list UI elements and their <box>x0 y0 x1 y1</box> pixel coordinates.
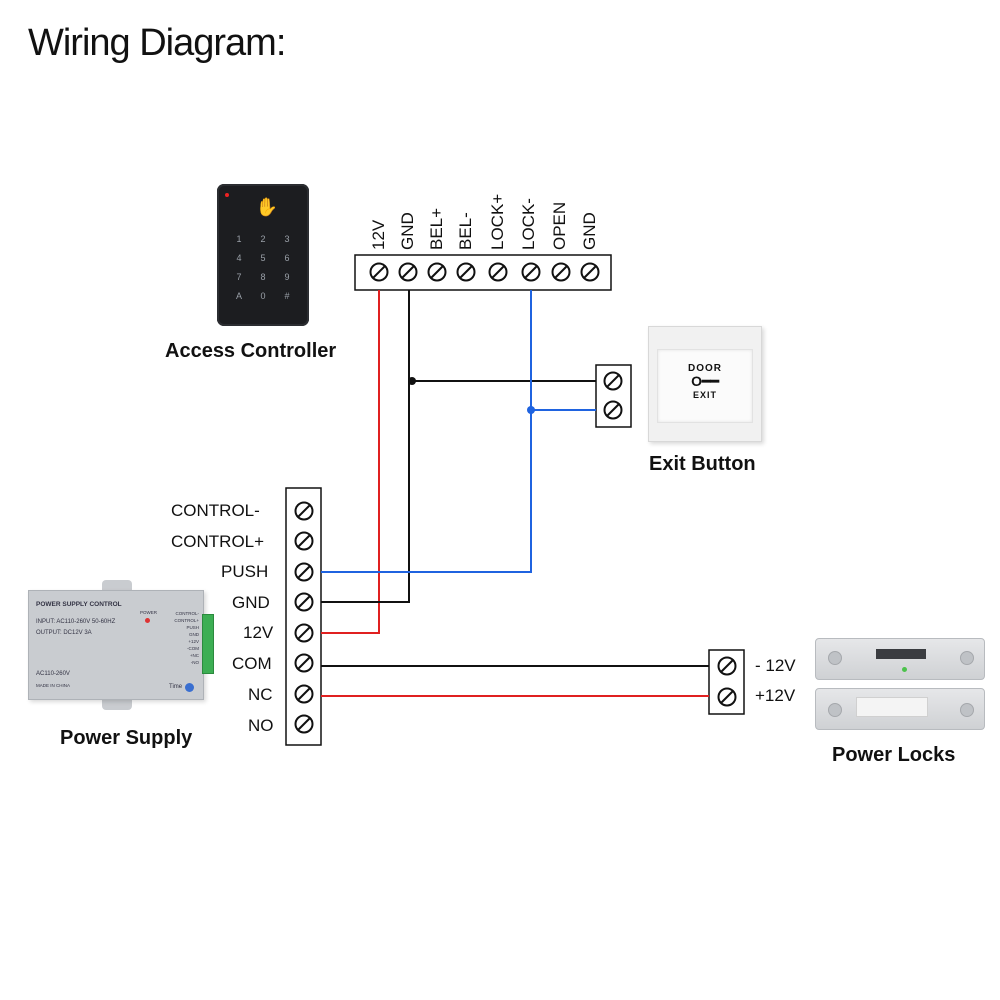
ac-screw-open[interactable] <box>551 262 571 282</box>
ac-screw-lock-plus[interactable] <box>488 262 508 282</box>
ps-green-terminal-block <box>202 614 214 674</box>
exit-button-device[interactable]: DOOR O━━ EXIT <box>648 326 762 442</box>
ps-screw-gnd[interactable] <box>294 592 314 612</box>
key[interactable]: 8 <box>260 272 266 282</box>
ps-side-label: -NO <box>190 660 199 665</box>
key[interactable]: 9 <box>284 272 290 282</box>
ac-screw-bel-plus[interactable] <box>427 262 447 282</box>
ps-output-text: OUTPUT: DC12V 3A <box>36 630 92 636</box>
lock-terminal-label-plus-12v: +12V <box>755 686 796 705</box>
ps-time-text: Time <box>169 684 183 690</box>
ps-side-label: GND <box>189 632 199 637</box>
power-supply-caption: Power Supply <box>60 727 193 749</box>
time-knob[interactable] <box>185 683 194 692</box>
ps-screw-com[interactable] <box>294 653 314 673</box>
ps-terminal-label-gnd: GND <box>232 593 270 612</box>
ac-screw-gnd-2[interactable] <box>580 262 600 282</box>
ps-terminal-label-control-plus: CONTROL+ <box>171 532 265 551</box>
card-reader-icon: ✋ <box>255 197 279 217</box>
lock-terminal-label-minus-12v: - 12V <box>755 656 796 675</box>
lock-screw-plus[interactable] <box>717 687 737 707</box>
exit-screw-1[interactable] <box>603 371 623 391</box>
key[interactable]: 3 <box>284 234 290 244</box>
key[interactable]: 2 <box>260 234 266 244</box>
wire-12v-red <box>321 290 380 634</box>
ac-screw-bel-minus[interactable] <box>456 262 476 282</box>
key[interactable]: 5 <box>260 253 266 263</box>
ps-screw-control-plus[interactable] <box>294 531 314 551</box>
key[interactable]: 7 <box>236 272 242 282</box>
access-controller-caption: Access Controller <box>165 340 337 362</box>
key[interactable]: 4 <box>236 253 242 263</box>
ps-side-label: CONTROL- <box>175 611 200 616</box>
ac-screw-gnd[interactable] <box>398 262 418 282</box>
ps-terminal-block <box>285 487 322 746</box>
ps-side-label: +NC <box>189 653 199 658</box>
exit-screw-2[interactable] <box>603 400 623 420</box>
access-controller-device: ✋ 1 2 3 4 5 6 7 8 9 A 0 # <box>217 184 309 326</box>
ps-screw-control-minus[interactable] <box>294 501 314 521</box>
key[interactable]: A <box>235 291 242 301</box>
key[interactable]: # <box>284 291 290 301</box>
lock-screw-minus[interactable] <box>717 656 737 676</box>
power-led <box>145 618 150 623</box>
ac-terminal-block <box>354 254 612 291</box>
exit-button-text-top: DOOR <box>688 363 722 374</box>
ps-terminal-label-12v: 12V <box>243 623 274 642</box>
ps-side-label: +12V <box>188 639 199 644</box>
ps-power-label: POWER <box>140 610 158 615</box>
ps-side-label: PUSH <box>186 625 199 630</box>
key[interactable]: 1 <box>236 234 242 244</box>
power-supply-device: POWER SUPPLY CONTROL INPUT: AC110-260V 5… <box>22 580 214 710</box>
junction-black <box>408 377 416 385</box>
ps-terminal-label-nc: NC <box>248 685 273 704</box>
ps-screw-no[interactable] <box>294 714 314 734</box>
key-icon: O━━ <box>691 373 719 389</box>
ps-model-text: AC110-260V <box>36 671 70 677</box>
ps-terminal-label-com: COM <box>232 654 272 673</box>
wire-gnd-black <box>321 290 410 603</box>
power-locks-caption: Power Locks <box>832 744 956 766</box>
ps-input-text: INPUT: AC110-260V 50-60HZ <box>36 619 116 625</box>
ps-side-label: -COM <box>187 646 199 651</box>
exit-button-caption: Exit Button <box>649 453 756 475</box>
ps-side-labels: CONTROL- CONTROL+ PUSH GND +12V -COM +NC… <box>169 610 199 666</box>
ps-terminal-label-control-minus: CONTROL- <box>171 501 260 520</box>
junction-blue <box>527 406 535 414</box>
ps-made-text: MADE IN CHINA <box>36 683 71 688</box>
ps-terminal-label-no: NO <box>248 716 274 735</box>
lock-body-top <box>815 638 985 680</box>
lock-body-bottom <box>815 688 985 730</box>
wire-lock-minus-blue <box>321 290 532 573</box>
ps-screw-push[interactable] <box>294 562 314 582</box>
ps-screw-nc[interactable] <box>294 684 314 704</box>
ps-screw-12v[interactable] <box>294 623 314 643</box>
ps-terminal-label-push: PUSH <box>221 562 269 581</box>
diagram-title: Wiring Diagram: <box>28 22 286 64</box>
exit-button-text-bottom: EXIT <box>692 390 717 400</box>
lock-led <box>902 667 907 672</box>
power-locks-device <box>815 638 985 730</box>
ac-screw-12v[interactable] <box>369 262 389 282</box>
status-led <box>225 193 229 197</box>
ac-screw-lock-minus[interactable] <box>521 262 541 282</box>
keypad-grid: 1 2 3 4 5 6 7 8 9 A 0 # <box>227 234 299 301</box>
key[interactable]: 0 <box>260 291 266 301</box>
ps-side-label: CONTROL+ <box>174 618 199 623</box>
ps-device-title: POWER SUPPLY CONTROL <box>36 601 122 608</box>
key[interactable]: 6 <box>284 253 290 263</box>
